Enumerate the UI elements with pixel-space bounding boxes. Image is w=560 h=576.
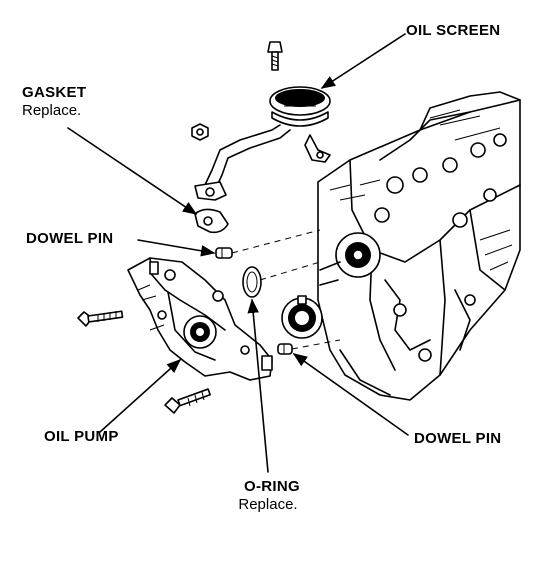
oil-screen-nut [191,123,209,141]
o-ring-arrow [247,298,269,473]
dowel-pin-left-arrow [137,239,216,257]
oil-screen-arrow [320,33,406,89]
o-ring-part [242,266,262,298]
dowel-pin-upper [215,247,233,259]
gasket-arrow [67,127,198,215]
dowel-pin-right-title: DOWEL PIN [414,430,502,447]
oil-pump-bolt-lower [164,388,211,414]
oil-screen-label: OIL SCREEN [406,22,500,40]
oil-screen-part [194,86,331,201]
engine-block [317,91,521,401]
o-ring-label: O-RING Replace. [238,478,300,514]
dowel-pin-right-arrow [292,353,409,436]
o-ring-title: O-RING [244,478,300,495]
dowel-pin-left-title: DOWEL PIN [26,230,114,247]
oil-pump-label: OIL PUMP [44,428,119,446]
oil-screen-title: OIL SCREEN [406,22,501,39]
alignment-lines [231,229,341,350]
dowel-pin-lower [277,343,293,355]
crankshaft-sprocket [281,295,323,339]
gasket-part [194,208,229,234]
oil-pump-part [127,257,273,381]
water-pump [319,232,381,286]
oil-pump-title: OIL PUMP [44,428,119,445]
dowel-pin-right-label: DOWEL PIN [414,430,501,448]
gasket-note: Replace. [22,102,82,119]
gasket-title: GASKET [22,84,87,101]
dowel-pin-left-label: DOWEL PIN [26,230,113,248]
o-ring-note: Replace. [238,496,298,513]
oil-pump-arrow [99,359,182,433]
oil-pump-bolt-left [77,310,124,327]
oil-screen-bolt [267,41,283,71]
gasket-label: GASKET Replace. [22,84,86,120]
